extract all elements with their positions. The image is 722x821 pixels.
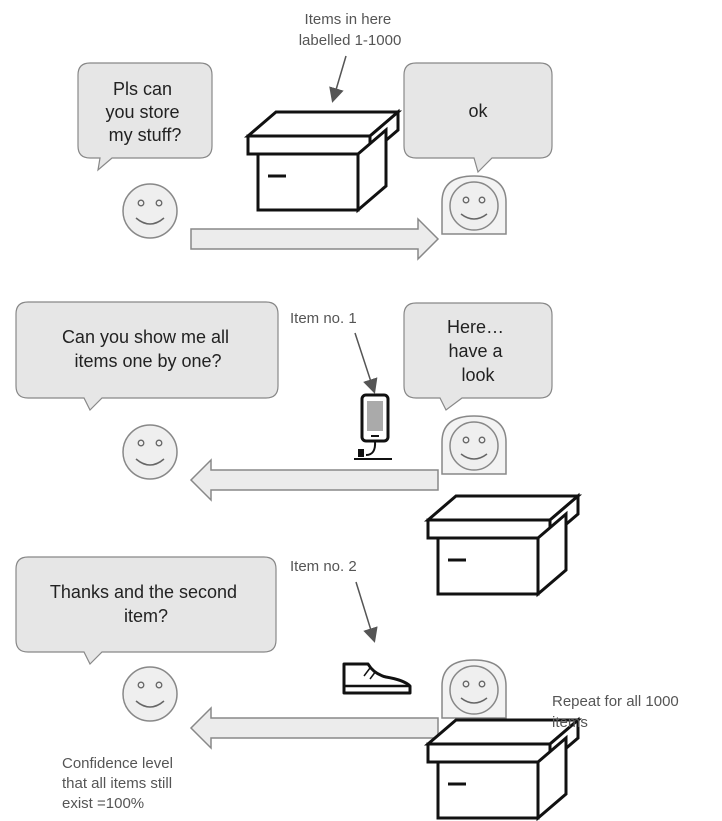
phone-icon	[354, 393, 392, 460]
shoe-icon	[342, 662, 412, 695]
svg-text:Here… have a look: Here… have a look	[447, 317, 509, 385]
speech-bubble-left-2: Can you show me all items one by one?	[15, 301, 279, 412]
storekeeper-face-icon	[441, 659, 507, 719]
customer-face-icon	[122, 666, 178, 722]
speech-bubble-right-2: Here… have a look	[403, 302, 553, 411]
item-2-arrow	[355, 581, 378, 643]
items-label-arrow	[329, 55, 347, 103]
storekeeper-face-icon	[441, 175, 507, 235]
storekeeper-face-icon	[441, 415, 507, 475]
speech-bubble-right-1: ok	[403, 62, 553, 174]
storage-box-icon	[243, 108, 403, 214]
confidence-note: Confidence level that all items still ex…	[62, 755, 177, 812]
repeat-note: Repeat for all 1000 items	[552, 693, 683, 731]
return-arrow-left	[189, 458, 439, 502]
items-label-note: Items in here labelled 1-1000	[299, 11, 402, 49]
svg-text:ok: ok	[468, 101, 488, 121]
speech-bubble-left-3: Thanks and the second item?	[15, 556, 277, 666]
svg-text:Pls can you store: Pls can you store my stuff?	[105, 79, 184, 145]
svg-text:Thanks and the second it: Thanks and the second item?	[50, 582, 242, 626]
customer-face-icon	[122, 183, 178, 239]
item-2-note: Item no. 2	[290, 558, 357, 575]
storage-box-icon	[423, 716, 583, 821]
svg-text:Can you show me all item: Can you show me all items one by one?	[62, 327, 234, 371]
storage-box-icon	[423, 492, 583, 598]
handover-arrow-right	[190, 217, 440, 261]
speech-bubble-left-1: Pls can you store my stuff?	[77, 62, 213, 172]
return-arrow-left	[189, 706, 439, 750]
item-1-note: Item no. 1	[290, 310, 357, 327]
item-1-arrow	[354, 332, 378, 394]
customer-face-icon	[122, 424, 178, 480]
